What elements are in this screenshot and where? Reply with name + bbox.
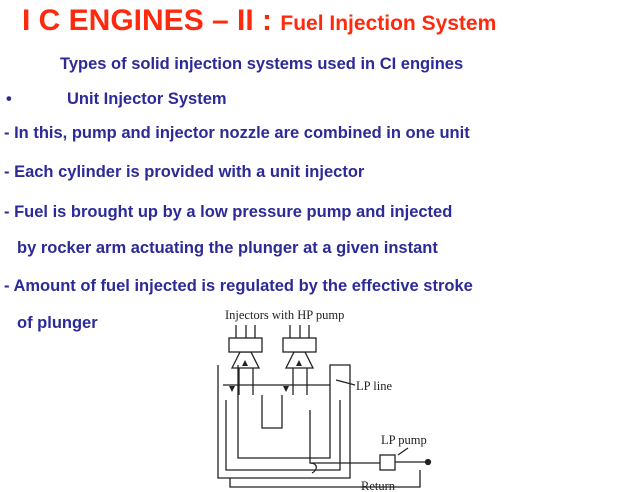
right-injector-icon [282, 325, 317, 395]
body-line-2: - Each cylinder is provided with a unit … [4, 163, 365, 181]
label-lp-pump: LP pump [381, 433, 427, 447]
slide-title: I C ENGINES – II : Fuel Injection System [22, 4, 496, 38]
bullet-icon: • [6, 90, 12, 108]
body-line-3: - Fuel is brought up by a low pressure p… [4, 203, 453, 221]
lp-pump-icon [379, 454, 396, 471]
body-line-6: of plunger [17, 314, 98, 332]
label-injectors: Injectors with HP pump [225, 308, 344, 322]
left-injector-icon [228, 325, 263, 395]
title-main: I C ENGINES – II : [22, 4, 281, 37]
label-return: Return [361, 479, 396, 492]
body-line-5: - Amount of fuel injected is regulated b… [4, 277, 473, 295]
slide-subtitle: Types of solid injection systems used in… [60, 55, 464, 73]
title-sub: Fuel Injection System [280, 12, 497, 35]
label-lp-line: LP line [356, 379, 392, 393]
bullet-heading: Unit Injector System [67, 90, 227, 108]
body-line-1: - In this, pump and injector nozzle are … [4, 124, 470, 142]
body-line-4: by rocker arm actuating the plunger at a… [17, 239, 438, 257]
